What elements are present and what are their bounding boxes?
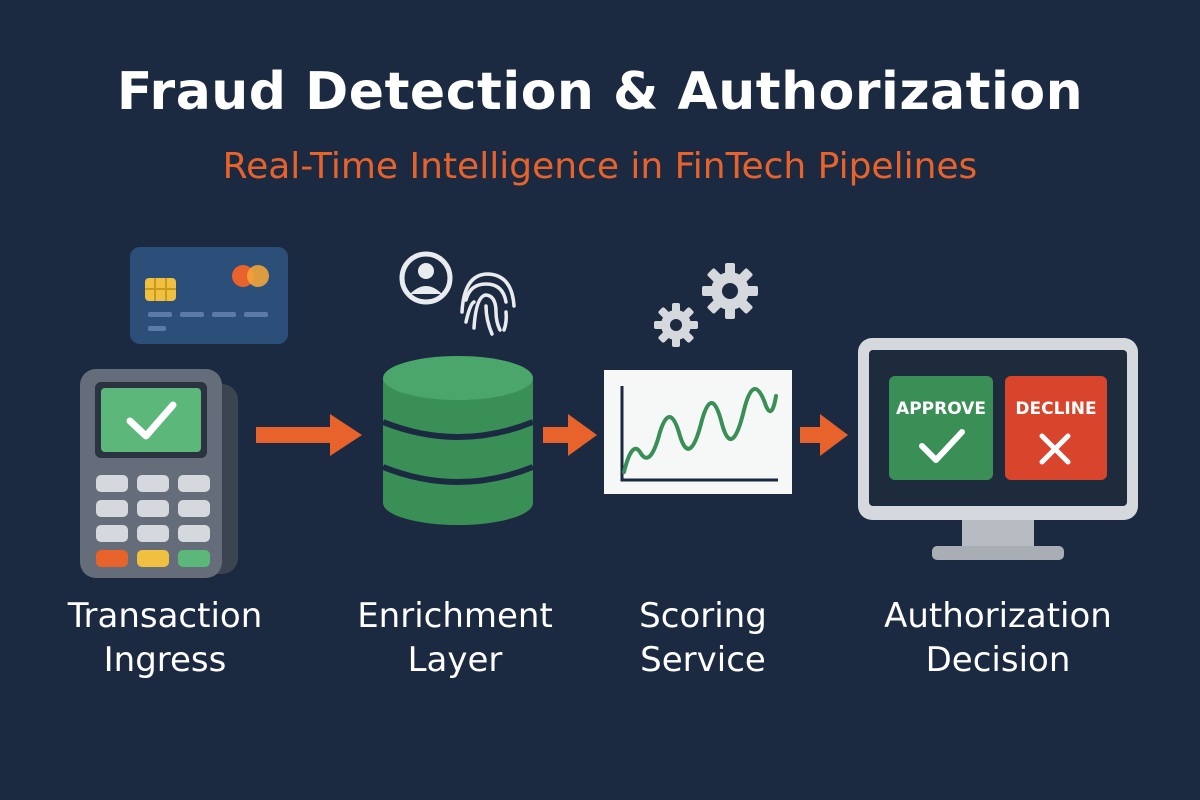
fingerprint-icon <box>460 272 516 336</box>
user-identity-icon <box>399 251 453 305</box>
page-subtitle: Real-Time Intelligence in FinTech Pipeli… <box>222 146 978 187</box>
database-icon <box>381 356 535 525</box>
gear-icon <box>702 263 758 319</box>
stage-label-scoring-service: Scoring Service <box>639 596 767 680</box>
decline-label: DECLINE <box>1015 399 1096 419</box>
page-title: Fraud Detection & Authorization <box>116 62 1084 122</box>
pos-terminal-icon <box>80 369 238 578</box>
approve-button[interactable]: APPROVE <box>889 376 993 480</box>
credit-card-icon <box>130 247 288 344</box>
decline-button[interactable]: DECLINE <box>1005 376 1107 480</box>
checkmark-icon <box>919 429 965 463</box>
approve-label: APPROVE <box>896 399 986 419</box>
stage-label-authorization-decision: Authorization Decision <box>884 596 1112 680</box>
arrow-icon <box>800 414 848 456</box>
line-chart-icon <box>604 370 792 494</box>
stage-label-transaction-ingress: Transaction Ingress <box>67 596 263 680</box>
gear-icon <box>654 303 698 347</box>
close-icon <box>1039 433 1071 465</box>
arrow-icon <box>256 414 362 456</box>
stage-label-enrichment-layer: Enrichment Layer <box>357 596 553 680</box>
arrow-icon <box>543 414 597 456</box>
